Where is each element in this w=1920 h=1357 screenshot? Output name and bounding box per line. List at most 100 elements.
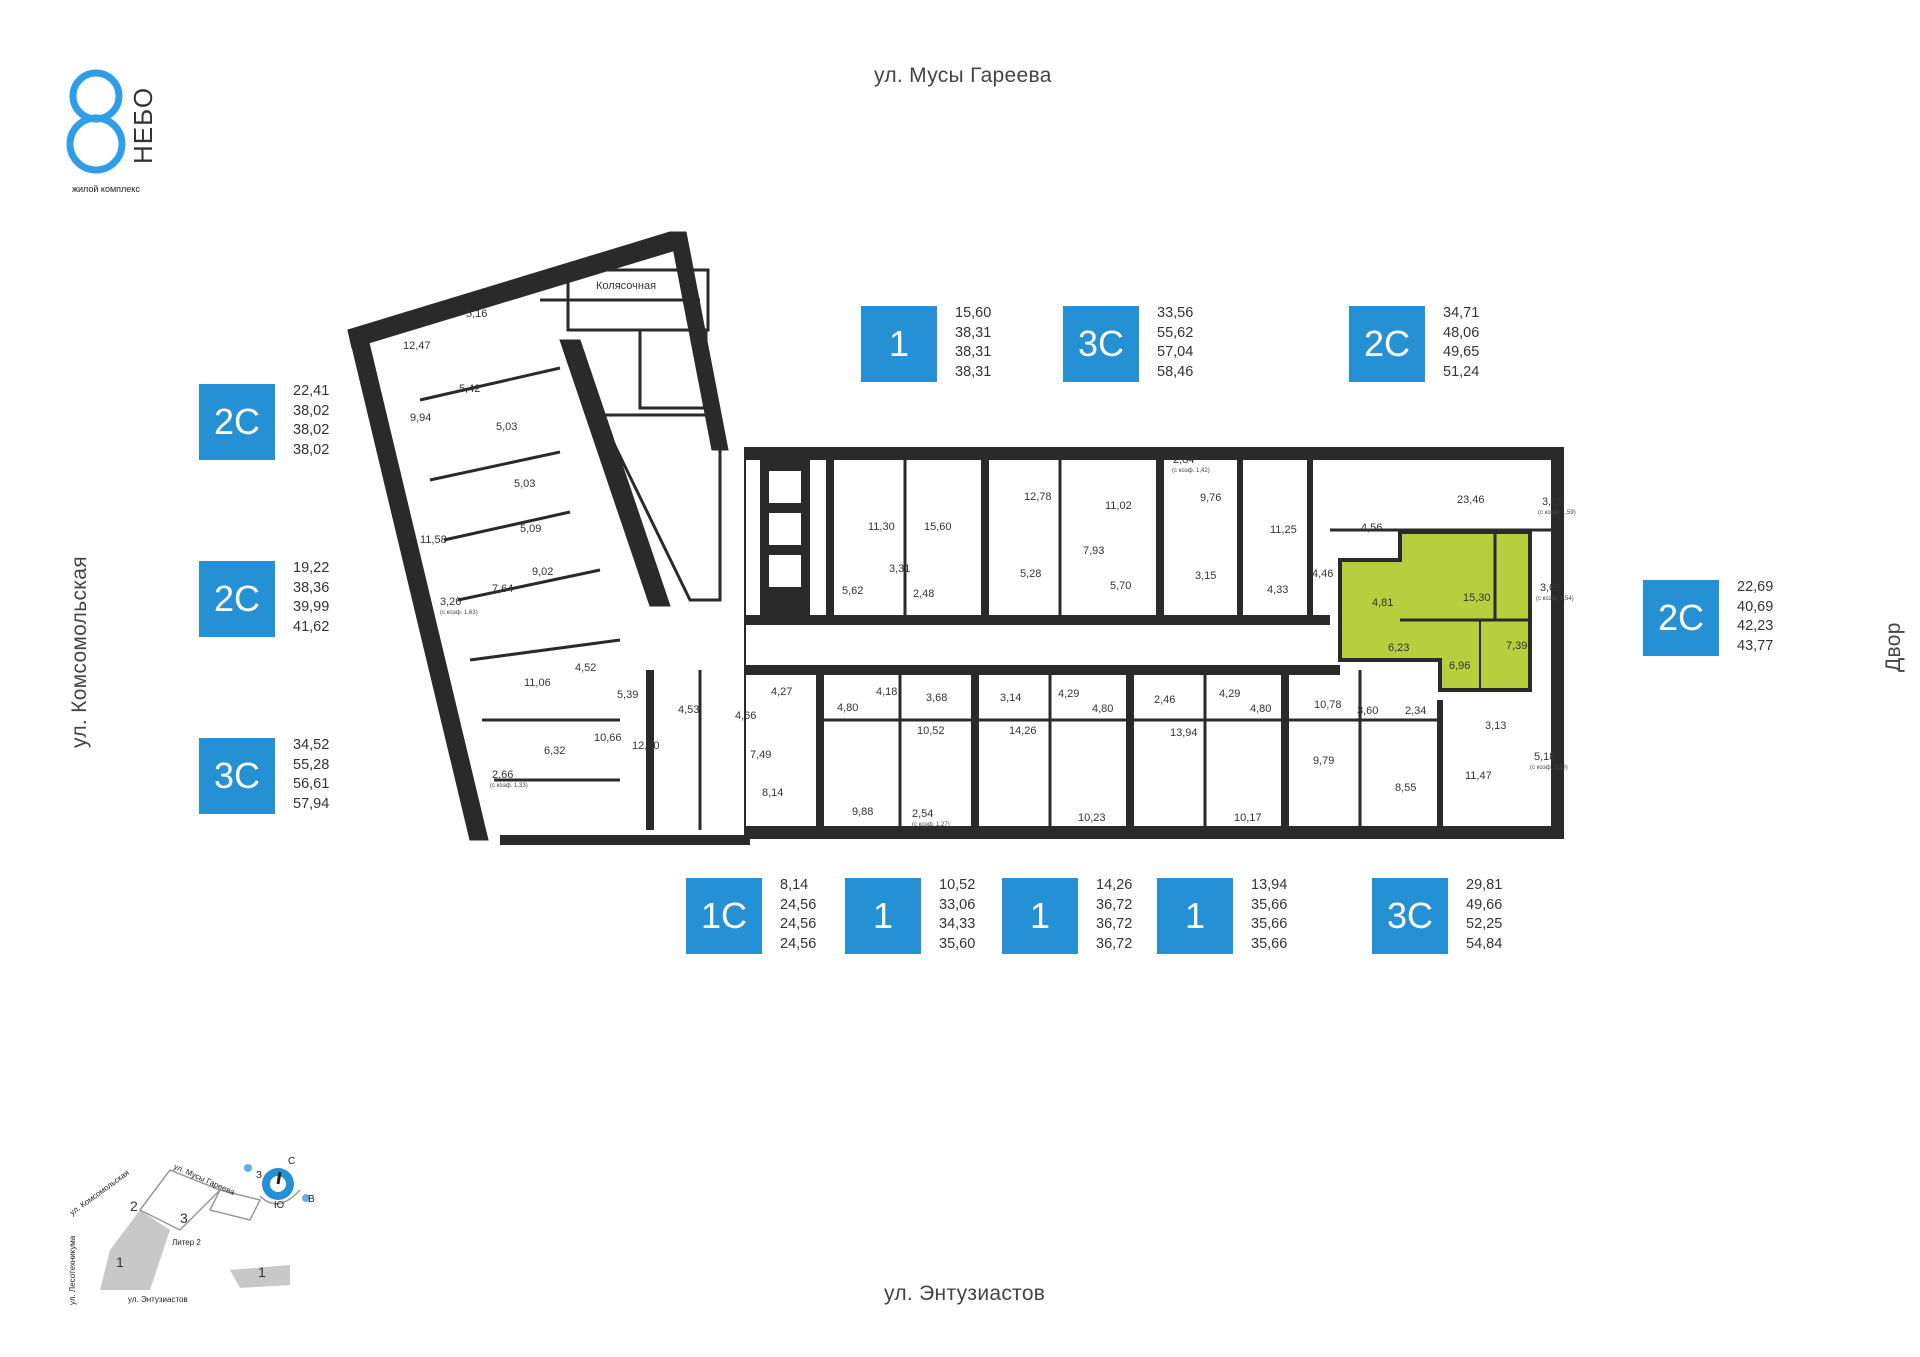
room-area: 8,55	[1395, 782, 1417, 794]
apartment-badge-bot-1[interactable]: 1С	[686, 878, 762, 954]
minimap-section-2: 2	[130, 1198, 138, 1214]
street-top: ул. Мусы Гареева	[874, 64, 1052, 87]
room-area-coef: (с коэф. 1,63)	[440, 610, 478, 616]
room-area: 9,76	[1200, 492, 1222, 504]
minimap: ул. Комсомольская ул. Мусы Гареева ул. Э…	[60, 1150, 360, 1310]
room-area: 15,60	[924, 521, 952, 533]
room-area: 3,14	[1000, 692, 1022, 704]
room-area: 3,13	[1485, 720, 1507, 732]
room-area: 14,26	[1009, 725, 1037, 737]
room-area: 7,39	[1506, 640, 1528, 652]
room-area: 10,17	[1234, 812, 1262, 824]
room-area: 4,52	[575, 662, 597, 674]
room-area: 5,28	[1020, 568, 1042, 580]
apartment-badge-left-2[interactable]: 2С	[199, 561, 275, 637]
room-area: 13,94	[1170, 727, 1198, 739]
room-area: 10,78	[1314, 699, 1342, 711]
apartment-badge-bot-4[interactable]: 1	[1157, 878, 1233, 954]
left-wing	[347, 230, 750, 845]
room-area: 10,66	[594, 732, 622, 744]
room-area: 4,80	[837, 702, 859, 714]
apartment-badge-left-3[interactable]: 3С	[199, 738, 275, 814]
room-area: 11,30	[868, 521, 895, 533]
minimap-section-1: 1	[116, 1254, 124, 1270]
room-area: 2,34	[1405, 705, 1427, 717]
room-area: 11,47	[1465, 770, 1492, 782]
room-area-coef: (с коэф. 2,59)	[1530, 765, 1568, 771]
room-area: 5,62	[842, 585, 864, 597]
room-area: 4,18	[876, 686, 898, 698]
minimap-litera: Литер 2	[172, 1238, 201, 1247]
room-area: 4,29	[1219, 688, 1241, 700]
room-area: 15,30	[1463, 592, 1491, 604]
room-area: 4,46	[1312, 568, 1334, 580]
apartment-badge-right-1[interactable]: 2С	[1643, 580, 1719, 656]
room-area-coef: (с коэф. 1,27)	[912, 822, 950, 828]
room-area: 23,46	[1457, 494, 1485, 506]
room-area: 12,47	[403, 340, 431, 352]
stroller-room-label: Колясочная	[596, 280, 657, 292]
apartment-badge-bot-5[interactable]: 3С	[1372, 878, 1448, 954]
room-area: 5,18	[1534, 751, 1556, 763]
room-area: 5,16	[466, 308, 488, 320]
street-bottom: ул. Энтузиастов	[884, 1282, 1046, 1305]
room-area: 5,70	[1110, 580, 1132, 592]
logo: НЕБО жилой комплекс	[66, 68, 176, 198]
apartment-badge-bot-3[interactable]: 1	[1002, 878, 1078, 954]
room-area: 7,49	[750, 749, 772, 761]
room-area: 11,25	[1270, 524, 1297, 536]
room-area: 3,68	[926, 692, 948, 704]
apartment-badge-left-1[interactable]: 2С	[199, 384, 275, 460]
room-area: 4,33	[1267, 584, 1289, 596]
minimap-shape	[100, 1169, 290, 1290]
highlighted-apartment	[1338, 530, 1532, 692]
compass-east: В	[308, 1194, 315, 1205]
compass-west: З	[256, 1170, 263, 1181]
room-area: 3,15	[1195, 570, 1217, 582]
room-area-coef: (с коэф. 1,42)	[1172, 468, 1210, 474]
compass-north: С	[288, 1156, 296, 1167]
room-area: 10,52	[917, 725, 945, 737]
room-area: 4,29	[1058, 688, 1080, 700]
apartment-badge-top-3[interactable]: 2С	[1349, 306, 1425, 382]
room-area: 11,02	[1105, 500, 1132, 512]
main-block	[646, 447, 1564, 839]
room-area: 5,09	[520, 523, 542, 535]
minimap-street-c: ул. Энтузиастов	[128, 1295, 188, 1304]
apartment-badge-top-2[interactable]: 3С	[1063, 306, 1139, 382]
compass-icon	[244, 1164, 310, 1205]
room-area: 9,02	[532, 566, 554, 578]
minimap-section-3: 3	[180, 1210, 188, 1226]
room-area: 11,06	[524, 677, 551, 689]
room-area: 5,42	[459, 383, 481, 395]
room-area: 10,23	[1078, 812, 1106, 824]
room-area: 7,64	[492, 583, 514, 595]
minimap-street-d: ул. Лесотехникума	[68, 1235, 77, 1305]
highlighted-apartment-area	[1338, 530, 1532, 692]
room-area: 4,80	[1092, 703, 1114, 715]
room-area: 6,32	[544, 745, 566, 757]
logo-subtitle: жилой комплекс	[72, 184, 140, 194]
room-area: 2,66	[492, 769, 514, 781]
room-area: 9,94	[410, 412, 432, 424]
room-area: 5,03	[496, 421, 518, 433]
minimap-current-section: 1	[258, 1264, 266, 1280]
room-area: 11,58	[420, 534, 447, 546]
apartment-badge-top-1[interactable]: 1	[861, 306, 937, 382]
room-area: 4,66	[735, 710, 757, 722]
room-area-coef: (с коэф. 1,59)	[1538, 510, 1576, 516]
apartment-badge-bot-2[interactable]: 1	[845, 878, 921, 954]
room-area-coef: (с коэф. 1,33)	[490, 783, 528, 789]
room-area: 3,18	[1542, 496, 1564, 508]
room-area: 7,93	[1083, 545, 1105, 557]
